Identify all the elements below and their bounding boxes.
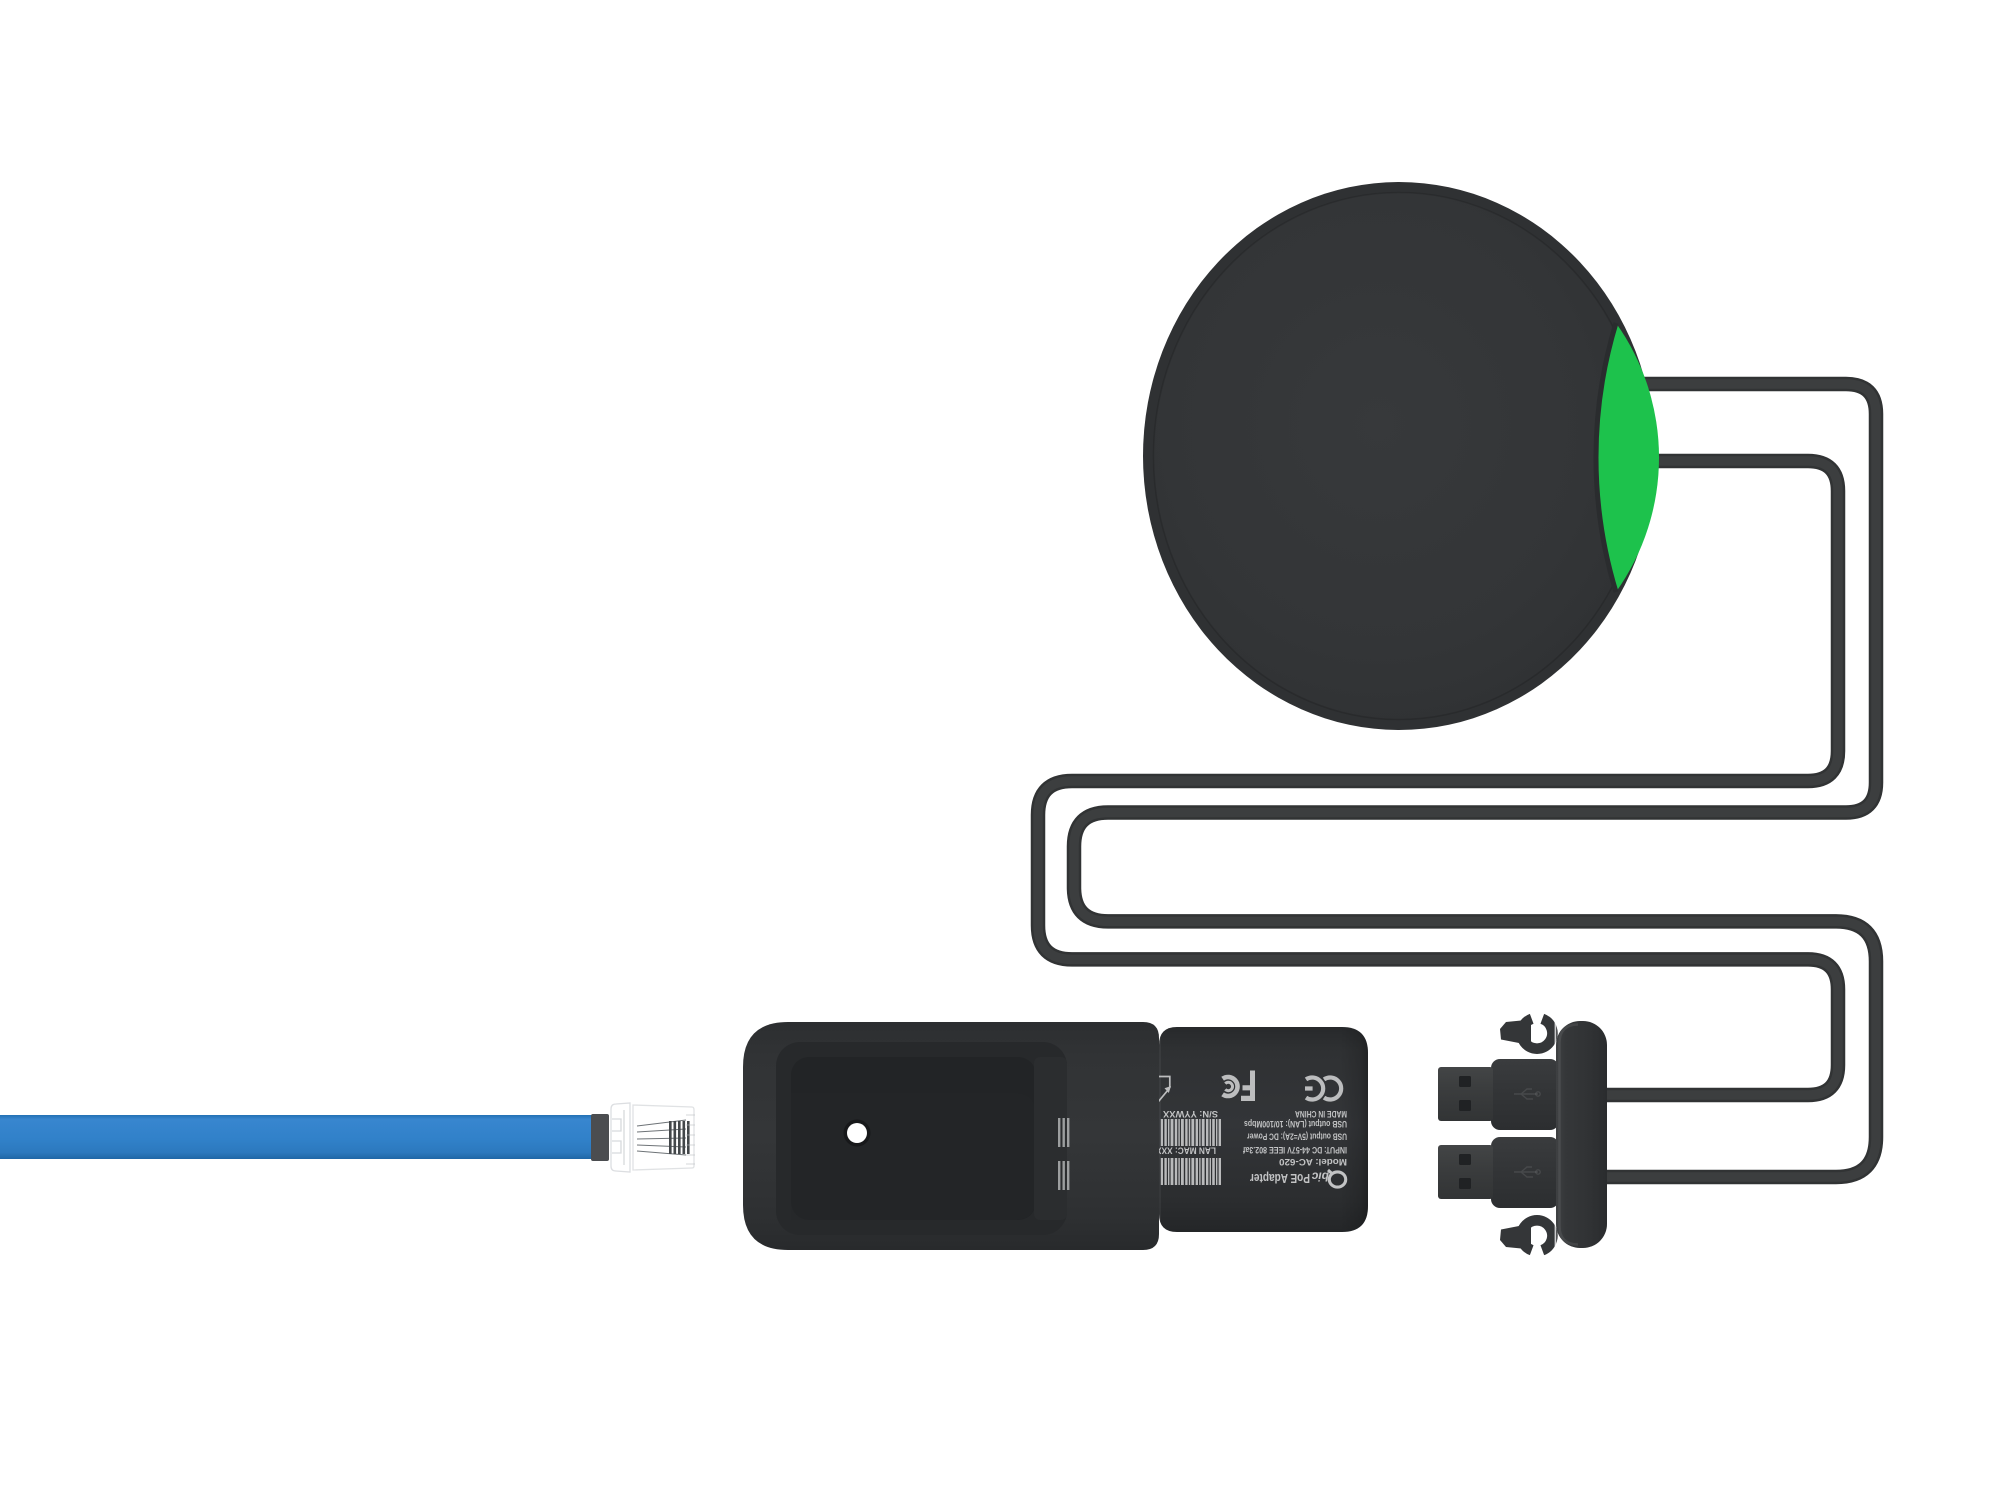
svg-text:LAN MAC: XXX: LAN MAC: XXX bbox=[1156, 1146, 1216, 1156]
svg-text:Model: AC-620: Model: AC-620 bbox=[1279, 1157, 1347, 1167]
svg-text:S/N: YYWXX: S/N: YYWXX bbox=[1163, 1109, 1218, 1119]
svg-text:USB output (5V=2A): DC Power: USB output (5V=2A): DC Power bbox=[1247, 1132, 1347, 1142]
svg-text:INPUT: DC 44-57V IEEE 802.3af: INPUT: DC 44-57V IEEE 802.3af bbox=[1242, 1145, 1347, 1155]
svg-text:PoE Adapter: PoE Adapter bbox=[1250, 1171, 1310, 1185]
svg-text:MADE IN CHINA: MADE IN CHINA bbox=[1295, 1109, 1347, 1119]
svg-text:bic: bic bbox=[1311, 1170, 1329, 1184]
svg-text:USB output (LAN): 10/100Mbps: USB output (LAN): 10/100Mbps bbox=[1244, 1119, 1347, 1129]
